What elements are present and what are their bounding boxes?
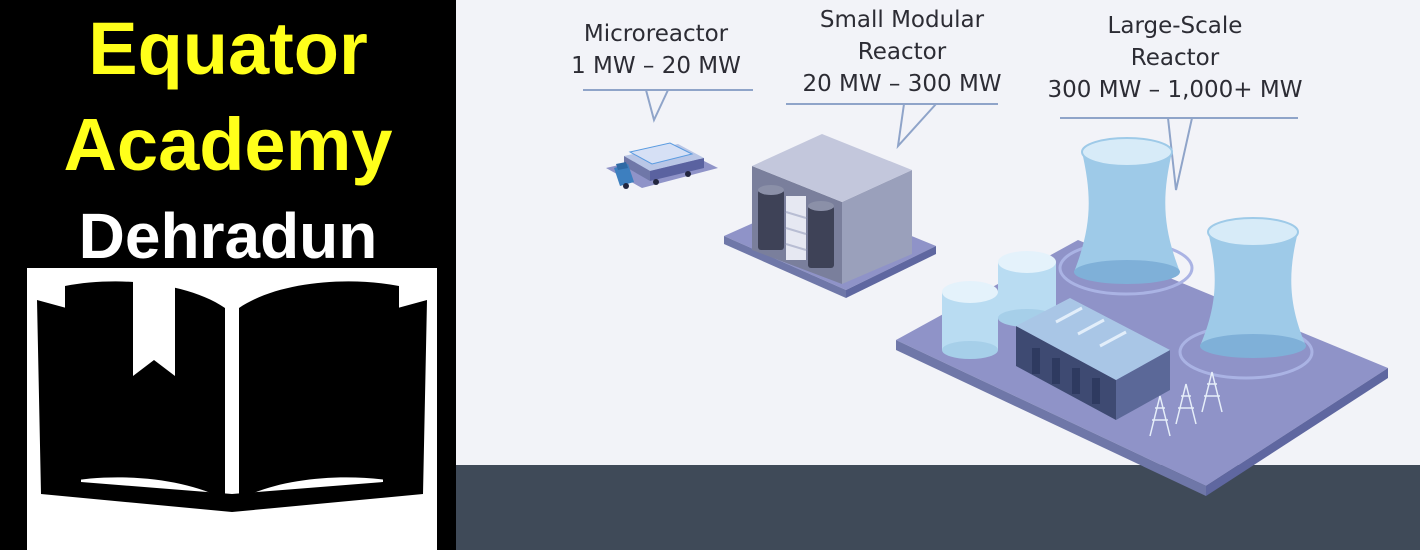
large-reactor-name-line-2: Reactor [1130,45,1220,71]
callout-lines [583,89,1298,191]
smr-label: Small Modular Reactor 20 MW – 300 MW [772,4,1032,100]
microreactor-label: Microreactor 1 MW – 20 MW [546,18,766,82]
microreactor-callout-line [583,89,753,123]
smr-callout-line [786,103,998,150]
large-reactor-range: 300 MW – 1,000+ MW [1047,77,1303,103]
reactor-comparison-diagram: Microreactor 1 MW – 20 MW Small Modular … [456,0,1420,550]
modular-building-icon [724,134,936,298]
smr-range: 20 MW – 300 MW [802,71,1002,97]
open-book-bookmark-icon [27,268,437,550]
large-reactor-label: Large-Scale Reactor 300 MW – 1,000+ MW [1030,10,1320,106]
ground-strip [456,465,1420,550]
brand-name-line-2: Academy [63,103,393,186]
brand-panel: Equator Academy Dehradun [0,0,456,550]
smr-name-line-2: Reactor [857,39,947,65]
large-reactor-name-line-1: Large-Scale [1107,13,1243,39]
smr-name-line-1: Small Modular [819,7,985,33]
microreactor-range: 1 MW – 20 MW [571,53,741,79]
truck-microreactor-icon [606,142,718,189]
large-reactor-callout-line [1060,117,1298,191]
reactor-illustration [583,89,1388,496]
brand-city: Dehradun [78,200,378,272]
brand-name-line-1: Equator [88,7,368,90]
microreactor-name: Microreactor [583,21,729,47]
cooling-tower-plant-icon [896,137,1388,496]
